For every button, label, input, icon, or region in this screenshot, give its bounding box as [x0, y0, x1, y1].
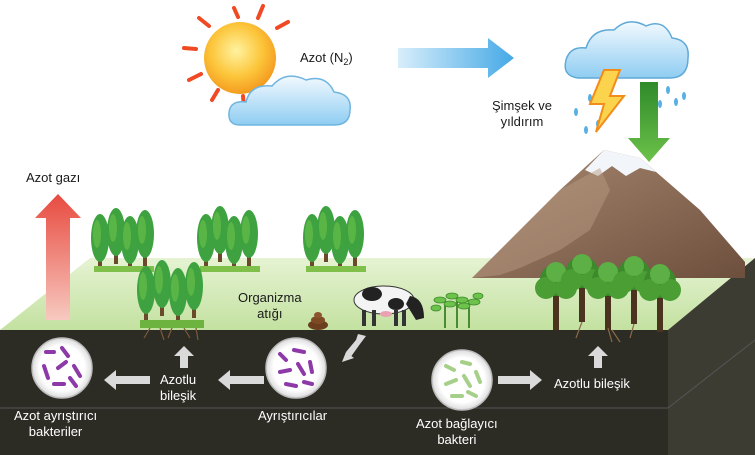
arrow-icon	[35, 194, 81, 320]
nitrogen-compound-left-line1: Azotlu	[160, 372, 197, 387]
denitrifying-line1: Azot ayrıştırıcı	[14, 408, 98, 423]
nitrogen-gas-label: Azot gazı	[26, 170, 81, 185]
bacteria-icon	[31, 337, 93, 399]
tree-icon	[303, 206, 366, 272]
arrow-icon	[398, 38, 514, 78]
lightning-icon	[588, 69, 627, 133]
cloud-icon	[228, 75, 351, 126]
tree-icon	[197, 206, 260, 272]
cow-icon	[353, 285, 424, 326]
nitrogen-subscript: 2	[343, 57, 349, 67]
organism-waste-line1: Organizma	[238, 290, 302, 305]
mountain-icon	[472, 150, 745, 278]
organism-waste-label: Organizma atığı	[238, 290, 302, 322]
rain-icon	[574, 86, 686, 134]
tree-icon	[430, 292, 484, 328]
tree-icon	[137, 260, 204, 341]
denitrifying-bacteria-label: Azot ayrıştırıcı bakteriler	[14, 408, 97, 440]
waste-icon	[308, 312, 328, 330]
nitrogen-compound-left-label: Azotlu bileşik	[160, 372, 196, 404]
organism-waste-line2: atığı	[257, 306, 283, 321]
nitrogen-compound-right-label: Azotlu bileşik	[554, 376, 630, 391]
lightning-label-line1: Şimşek ve	[492, 98, 552, 113]
cloud-icon	[564, 21, 689, 79]
bacteria-icon	[265, 337, 327, 399]
nitrogen-fixing-bacteria-label: Azot bağlayıcı bakteri	[416, 416, 498, 448]
denitrifying-line2: bakteriler	[28, 424, 83, 439]
nitrogen-fixing-line1: Azot bağlayıcı	[416, 416, 498, 431]
nitrogen-compound-left-line2: bileşik	[160, 388, 197, 403]
tree-icon	[91, 208, 154, 272]
lightning-label: Şimşek ve yıldırım	[492, 98, 552, 130]
bacteria-icon	[431, 349, 493, 411]
nitrogen-fixing-line2: bakteri	[437, 432, 477, 447]
arrow-icon	[628, 82, 670, 162]
decomposers-label: Ayrıştırıcılar	[258, 408, 328, 423]
arrow-icon	[104, 334, 608, 390]
nitrogen-suffix: )	[348, 50, 353, 65]
nitrogen-prefix: Azot (N	[300, 50, 344, 65]
lightning-label-line2: yıldırım	[500, 114, 544, 129]
tree-icon	[535, 254, 681, 343]
sun-icon	[182, 4, 290, 110]
nitrogen-label: Azot (N2)	[300, 50, 353, 70]
